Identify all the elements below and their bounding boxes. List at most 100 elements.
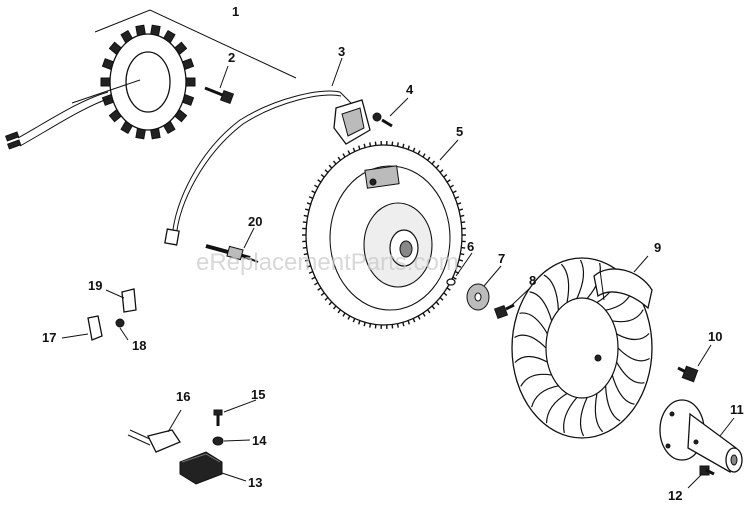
key-part[interactable] xyxy=(446,278,456,286)
ring-gear-tooth xyxy=(303,253,308,256)
callout-3: 3 xyxy=(338,44,345,59)
fan-blade xyxy=(514,334,547,349)
callout-8: 8 xyxy=(529,273,536,288)
fan-blade xyxy=(611,374,635,405)
ring-gear-tooth xyxy=(311,190,316,194)
fan-blade xyxy=(594,393,604,433)
callout-16: 16 xyxy=(176,389,190,404)
washer-part[interactable] xyxy=(466,283,490,311)
callout-9: 9 xyxy=(654,240,661,255)
ring-gear-tooth xyxy=(304,259,310,262)
ring-gear-tooth xyxy=(402,322,405,327)
callout-13: 13 xyxy=(248,475,262,490)
ring-gear-tooth xyxy=(332,160,337,165)
ring-gear-tooth xyxy=(363,322,366,327)
callout-1: 1 xyxy=(232,4,239,19)
ring-gear-tooth xyxy=(302,246,307,249)
ring-gear-tooth xyxy=(328,301,333,306)
fan-blade xyxy=(612,309,644,323)
ring-gear-tooth xyxy=(402,143,405,148)
ring-gear-tooth xyxy=(352,147,356,152)
callout-20: 20 xyxy=(248,214,262,229)
ring-gear-tooth xyxy=(443,292,448,296)
ring-gear-tooth xyxy=(320,174,325,178)
ring-gear-tooth xyxy=(454,196,460,200)
callout-bracket-1 xyxy=(94,9,297,79)
callout-2: 2 xyxy=(228,50,235,65)
drive-hub-part[interactable] xyxy=(659,399,743,473)
ring-gear-tooth xyxy=(369,142,372,147)
ring-gear-tooth xyxy=(417,150,421,155)
ring-gear-tooth xyxy=(347,150,351,155)
fan-part[interactable] xyxy=(511,257,653,439)
callout-4: 4 xyxy=(406,82,414,97)
ring-gear-tooth xyxy=(347,315,351,320)
connector-part[interactable] xyxy=(127,429,181,453)
ring-gear-tooth xyxy=(306,202,311,205)
rectifier-part[interactable] xyxy=(179,451,223,485)
ring-gear-tooth xyxy=(439,297,444,301)
ring-gear-tooth xyxy=(431,160,436,165)
ring-gear-tooth xyxy=(407,145,411,150)
ring-gear-tooth xyxy=(320,292,325,296)
ring-gear-tooth xyxy=(460,214,465,217)
fan-blade xyxy=(579,397,588,437)
callout-7: 7 xyxy=(498,251,505,266)
ring-gear-tooth xyxy=(303,214,308,217)
callout-12: 12 xyxy=(668,488,682,503)
fan-blade xyxy=(514,355,548,363)
ring-gear-tooth xyxy=(412,147,416,152)
fan-blade xyxy=(531,385,559,408)
ring-gear-tooth xyxy=(443,174,448,178)
ring-gear-tooth xyxy=(304,208,310,211)
watermark-text: eReplacementParts.com xyxy=(196,249,459,276)
flywheel-screw-part[interactable] xyxy=(493,303,515,320)
nut-18-part[interactable] xyxy=(115,318,125,328)
fan-blade xyxy=(576,259,585,299)
ring-gear-tooth xyxy=(458,208,464,211)
ring-gear-tooth xyxy=(352,318,356,323)
fan-blade xyxy=(560,263,570,303)
bracket-17-part[interactable] xyxy=(87,315,103,341)
ring-gear-tooth xyxy=(396,142,399,147)
bracket-19-part[interactable] xyxy=(121,288,137,313)
module-screw-part[interactable] xyxy=(372,112,393,128)
callout-14: 14 xyxy=(252,433,267,448)
ring-gear-tooth xyxy=(458,259,464,262)
fan-blade xyxy=(520,373,552,387)
rectifier-screw-part[interactable] xyxy=(213,409,223,426)
callout-18: 18 xyxy=(132,338,146,353)
hub-screw-part[interactable] xyxy=(699,465,715,476)
ring-gear-tooth xyxy=(363,143,366,148)
fan-blade xyxy=(543,274,560,311)
callout-5: 5 xyxy=(456,124,463,139)
ring-gear-tooth xyxy=(412,318,416,323)
ring-gear-tooth xyxy=(357,320,361,325)
ring-gear-tooth xyxy=(311,276,316,280)
fan-screw-part[interactable] xyxy=(677,365,699,383)
ignition-module-part[interactable] xyxy=(164,90,371,246)
ring-gear-tooth xyxy=(308,196,314,200)
ring-gear-tooth xyxy=(460,253,465,256)
nut-part[interactable] xyxy=(212,436,224,446)
fan-blade xyxy=(545,392,568,424)
ring-gear-tooth xyxy=(417,315,421,320)
ring-gear-tooth xyxy=(407,320,411,325)
stator-screw-part[interactable] xyxy=(204,86,235,105)
ring-gear-tooth xyxy=(457,265,462,268)
ring-gear-tooth xyxy=(328,164,333,169)
fan-blade xyxy=(604,385,621,422)
ring-gear-tooth xyxy=(302,221,307,224)
ring-gear-tooth xyxy=(308,270,314,274)
leader-lines xyxy=(61,57,735,489)
ring-gear-tooth xyxy=(332,305,337,310)
ring-gear-tooth xyxy=(369,323,372,328)
flywheel-part[interactable] xyxy=(302,141,466,329)
ring-gear-tooth xyxy=(452,190,457,194)
fan-blade xyxy=(616,333,650,341)
stator-part[interactable] xyxy=(5,24,196,150)
spark-plug-lead-part[interactable] xyxy=(205,244,259,263)
callout-19: 19 xyxy=(88,278,102,293)
callout-11: 11 xyxy=(730,402,744,417)
